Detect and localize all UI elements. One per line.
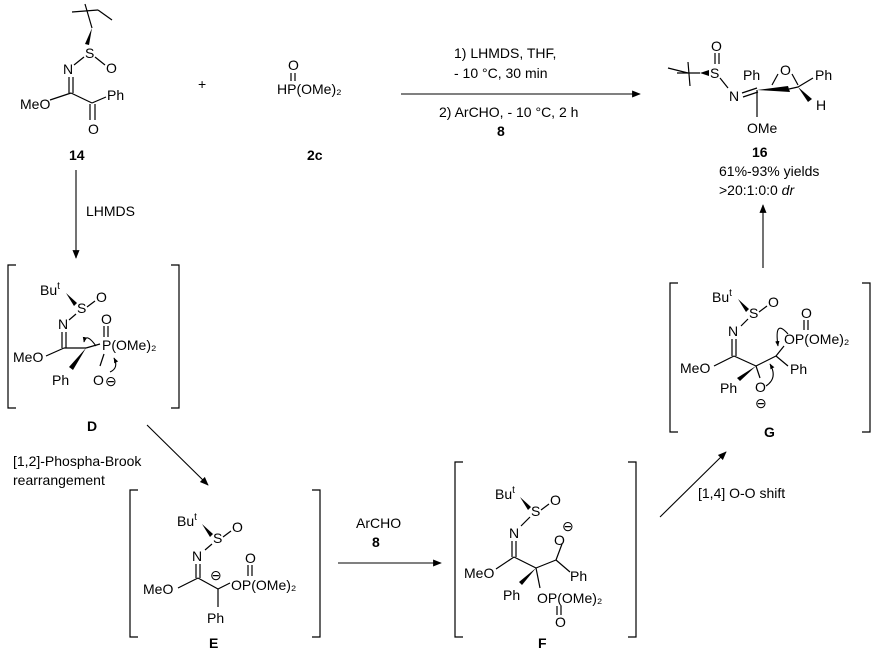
intermediate-label-G: G xyxy=(764,424,775,440)
step-label-brook-2: rearrangement xyxy=(13,472,105,488)
negative-charge: ⊖ xyxy=(562,518,574,534)
phenyl-label-1: Ph xyxy=(743,67,760,83)
diastereomeric-ratio: >20:1:0:0 dr xyxy=(719,182,795,198)
imine-nitrogen: N xyxy=(63,61,73,77)
phenyl-label-2: Ph xyxy=(570,568,587,584)
methoxy-label: MeO xyxy=(680,360,710,376)
methoxy-label: OMe xyxy=(747,120,778,136)
compound-label-2c: 2c xyxy=(307,147,323,163)
phosphoryl-oxygen: O xyxy=(288,57,299,73)
arrow-D-to-E xyxy=(146,424,209,486)
phenyl-label: Ph xyxy=(107,87,124,103)
condition-line-1: 1) LHMDS, THF, xyxy=(454,45,556,61)
sulfur-atom: S xyxy=(213,530,222,546)
step-label-archo: ArCHO xyxy=(356,515,401,531)
sulfur-atom: S xyxy=(531,503,540,519)
sulfur-atom: S xyxy=(710,65,719,81)
sulfinyl-oxygen: O xyxy=(550,492,561,508)
intermediate-label-D: D xyxy=(87,418,97,434)
intermediate-F: But S O N MeO Ph O ⊖ Ph OP(OMe)₂ O F xyxy=(454,461,637,651)
step-label-archo-number: 8 xyxy=(372,534,380,550)
tert-butyl-label: But xyxy=(712,288,732,305)
methoxy-label: MeO xyxy=(143,581,173,597)
compound-label-14: 14 xyxy=(69,147,85,163)
alkoxide-oxygen: O xyxy=(93,372,104,388)
phosphoryl-oxygen: O xyxy=(101,311,112,327)
phosphite-formula: HP(OMe)₂ xyxy=(277,81,342,97)
imine-nitrogen: N xyxy=(192,548,202,564)
carbonyl-oxygen: O xyxy=(88,121,99,137)
alkoxide-oxygen: O xyxy=(755,379,766,395)
phenyl-label-1: Ph xyxy=(503,587,520,603)
compound-14: S O N MeO Ph O 14 xyxy=(20,3,124,163)
intermediate-label-E: E xyxy=(209,635,218,651)
condition-line-4: 8 xyxy=(497,123,505,139)
intermediate-label-F: F xyxy=(538,635,547,651)
intermediate-G: But S O N MeO Ph OP(OMe)₂ O Ph O ⊖ G xyxy=(669,282,871,440)
tert-butyl-label: But xyxy=(495,485,515,502)
phosphate-group: OP(OMe)₂ xyxy=(784,331,849,347)
sulfinyl-oxygen: O xyxy=(768,294,779,310)
epoxide-oxygen: O xyxy=(780,62,791,78)
tert-butyl-label: But xyxy=(177,512,197,529)
electron-arrow xyxy=(765,363,775,387)
alkoxide-oxygen: O xyxy=(554,532,565,548)
negative-charge: ⊖ xyxy=(755,395,767,411)
phosphoryl-oxygen: O xyxy=(801,305,812,321)
imine-nitrogen: N xyxy=(509,525,519,541)
yield-range: 61%-93% yields xyxy=(719,163,819,179)
sulfinyl-oxygen: O xyxy=(711,38,722,54)
intermediate-E: But S O N MeO ⊖ OP(OMe)₂ O Ph E xyxy=(129,489,321,651)
carbanion-charge: ⊖ xyxy=(210,567,222,583)
compound-16: S O N OMe Ph O Ph H 16 61%-93% yields >2… xyxy=(667,38,832,198)
phenyl-label-2: Ph xyxy=(815,67,832,83)
step-label-brook-1: [1,2]-Phospha-Brook xyxy=(13,453,142,469)
electron-arrow xyxy=(775,327,789,347)
phosphate-group: OP(OMe)₂ xyxy=(231,577,296,593)
sulfinyl-oxygen: O xyxy=(106,60,117,76)
sulfinyl-oxygen: O xyxy=(232,519,243,535)
compound-label-16: 16 xyxy=(752,144,768,160)
compound-2c: O HP(OMe)₂ 2c xyxy=(277,57,342,163)
tert-butyl-label: But xyxy=(40,281,60,298)
sulfinyl-oxygen: O xyxy=(96,289,107,305)
phosphonate-group: P(OMe)₂ xyxy=(102,337,156,353)
step-label-shift: [1,4] O-O shift xyxy=(698,485,785,501)
hydrogen-label: H xyxy=(816,97,826,113)
methoxy-label: MeO xyxy=(464,565,494,581)
arrow-F-to-G xyxy=(659,451,727,518)
electron-arrow xyxy=(109,357,119,373)
phenyl-label: Ph xyxy=(207,610,224,626)
phenyl-label: Ph xyxy=(52,372,69,388)
negative-charge: ⊖ xyxy=(105,373,117,389)
methoxy-label: MeO xyxy=(13,349,43,365)
sulfur-atom: S xyxy=(77,300,86,316)
phenyl-label-2: Ph xyxy=(790,361,807,377)
plus-sign: + xyxy=(198,76,206,92)
sulfur-atom: S xyxy=(85,45,94,61)
intermediate-D: But S O N MeO Ph P(OMe)₂ O O ⊖ D xyxy=(7,264,180,434)
step-label-lhmds: LHMDS xyxy=(86,203,135,219)
imine-nitrogen: N xyxy=(58,316,68,332)
phosphoryl-oxygen: O xyxy=(245,550,256,566)
sulfur-atom: S xyxy=(749,305,758,321)
phenyl-label-1: Ph xyxy=(720,380,737,396)
phosphoryl-oxygen: O xyxy=(555,614,566,630)
condition-line-2: - 10 °C, 30 min xyxy=(454,65,548,81)
methoxy-label: MeO xyxy=(20,96,50,112)
imine-nitrogen: N xyxy=(728,323,738,339)
imine-nitrogen: N xyxy=(729,88,739,104)
phosphate-group: OP(OMe)₂ xyxy=(537,590,602,606)
electron-arrow xyxy=(82,336,97,347)
condition-line-3: 2) ArCHO, - 10 °C, 2 h xyxy=(439,104,578,120)
